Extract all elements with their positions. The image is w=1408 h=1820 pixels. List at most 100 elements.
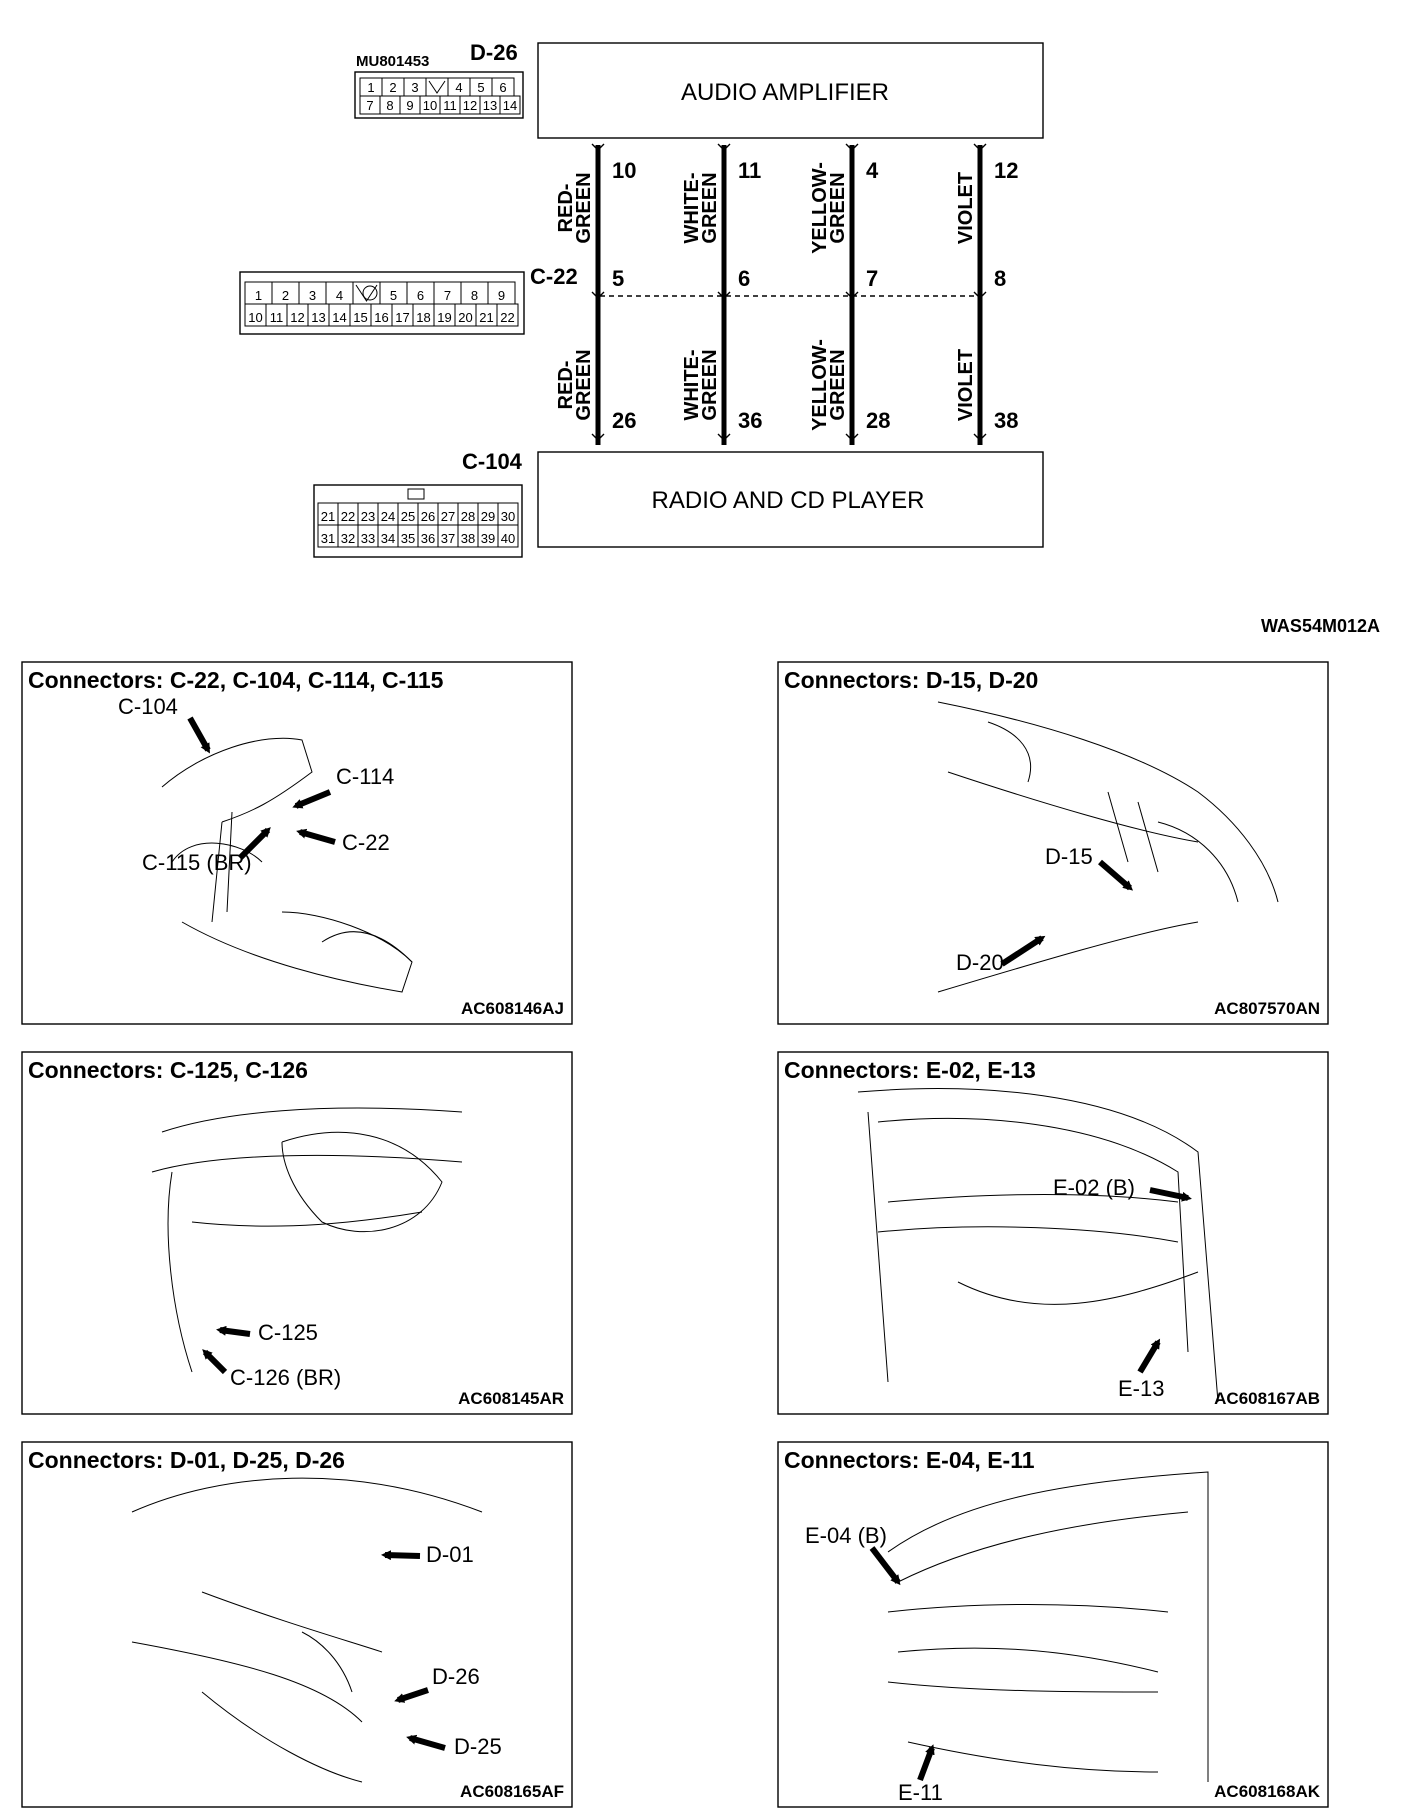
sketch-line [301, 1631, 353, 1693]
callout-arrow [406, 1734, 446, 1751]
connector-id-d26: D-26 [470, 40, 518, 65]
callout-arrow [917, 1744, 935, 1782]
connector-panels: Connectors: C-22, C-104, C-114, C-115AC6… [21, 661, 1329, 1808]
pin-number: 10 [423, 98, 437, 113]
connector-panel: Connectors: C-125, C-126AC608145ARC-125C… [21, 1051, 573, 1415]
pin-number: 3 [309, 288, 316, 303]
connector-callout: C-125 [258, 1320, 318, 1345]
connector-callout: D-25 [454, 1734, 502, 1759]
wire-color-line1: YELLOW- [809, 162, 831, 254]
pin-cell [499, 95, 521, 115]
pin-label-top: 10 [612, 158, 636, 183]
callout-arrow [187, 716, 211, 754]
wire-terminal-mark [591, 433, 605, 441]
wire-terminal-mark [973, 433, 987, 441]
panel-frame [21, 661, 573, 1025]
pin-number: 8 [386, 98, 393, 113]
wire-color-label: YELLOW-GREEN [809, 162, 849, 254]
sketch-line [937, 921, 1199, 993]
pin-label-mid: 5 [612, 266, 624, 291]
wire-terminal-mark [845, 143, 859, 151]
sketch-line [281, 1131, 443, 1233]
pin-number: 7 [366, 98, 373, 113]
sketch-line [937, 701, 1279, 903]
pin-number: 40 [501, 531, 515, 546]
panel-frame [21, 1051, 573, 1415]
wire-color-line1: YELLOW- [809, 339, 831, 431]
wire-color-label: YELLOW-GREEN [809, 339, 849, 431]
wire-color-line2: VIOLET [955, 349, 977, 421]
pin-number: 5 [477, 80, 484, 95]
pin-label-bottom: 36 [738, 408, 762, 433]
pin-number: 31 [321, 531, 335, 546]
panel-code: AC608168AK [1214, 1782, 1321, 1801]
sketch-line [167, 1171, 193, 1373]
vehicle-sketch [887, 1471, 1209, 1782]
pin-number: 4 [455, 80, 462, 95]
connector-callout: E-11 [898, 1780, 943, 1805]
pin-number: 16 [374, 310, 388, 325]
sketch-line [887, 1681, 1159, 1693]
callout-arrow [296, 828, 336, 845]
pin-number: 38 [461, 531, 475, 546]
panel-title: Connectors: D-01, D-25, D-26 [28, 1447, 345, 1473]
connector-callout: C-114 [336, 764, 394, 789]
sketch-line [131, 1477, 483, 1513]
callout-arrow [292, 789, 332, 809]
sketch-line [887, 1604, 1169, 1613]
connector-callout: D-15 [1045, 844, 1093, 869]
wire-terminal-mark [973, 291, 987, 299]
connector-panel: Connectors: C-22, C-104, C-114, C-115AC6… [21, 661, 573, 1025]
pin-number: 3 [411, 80, 418, 95]
wire-color-line1: WHITE- [681, 349, 703, 420]
sketch-line [897, 1647, 1159, 1673]
pin-number: 26 [421, 509, 435, 524]
sketch-line [987, 721, 1032, 783]
wire-terminal-mark [717, 143, 731, 151]
sketch-line [151, 1154, 463, 1173]
sketch-line [161, 737, 313, 823]
audio-amplifier-box [537, 42, 1044, 139]
callout-arrow [216, 1325, 251, 1337]
pin-number: 4 [336, 288, 343, 303]
wire-color-line2: GREEN [573, 349, 595, 420]
pin-number: 24 [381, 509, 395, 524]
sketch-line [191, 1211, 423, 1227]
pin-label-mid: 6 [738, 266, 750, 291]
pin-number: 23 [361, 509, 375, 524]
wire-color-line2: GREEN [827, 349, 849, 420]
sketch-line [321, 931, 413, 963]
pin-number: 39 [481, 531, 495, 546]
part-number: MU801453 [356, 53, 429, 70]
wire-color-line2: GREEN [699, 349, 721, 420]
panel-code: AC608146AJ [461, 999, 564, 1018]
pin-number: 7 [444, 288, 451, 303]
wire-color-line2: VIOLET [955, 172, 977, 244]
pin-label-top: 12 [994, 158, 1018, 183]
wire-color-label: WHITE-GREEN [681, 349, 721, 420]
pin-number: 37 [441, 531, 455, 546]
wire-color-label: VIOLET [955, 349, 977, 421]
sketch-line [897, 1511, 1189, 1583]
connector-key [407, 488, 425, 500]
panel-code: AC608165AF [460, 1782, 564, 1801]
pin-label-bottom: 38 [994, 408, 1018, 433]
connector-callout: E-04 (B) [805, 1523, 887, 1548]
wire-terminal-mark [591, 291, 605, 299]
connector-id-c104: C-104 [462, 449, 523, 474]
pin-number: 34 [381, 531, 395, 546]
sketch-line [867, 1111, 889, 1383]
panel-frame [777, 661, 1329, 1025]
callout-arrow [1000, 935, 1046, 967]
pin-number: 15 [353, 310, 367, 325]
panel-title: Connectors: C-22, C-104, C-114, C-115 [28, 667, 444, 693]
wire-color-line1: RED- [555, 184, 577, 233]
pin-label-mid: 8 [994, 266, 1006, 291]
sketch-line [877, 1118, 1189, 1353]
callout-arrow [381, 1550, 421, 1561]
